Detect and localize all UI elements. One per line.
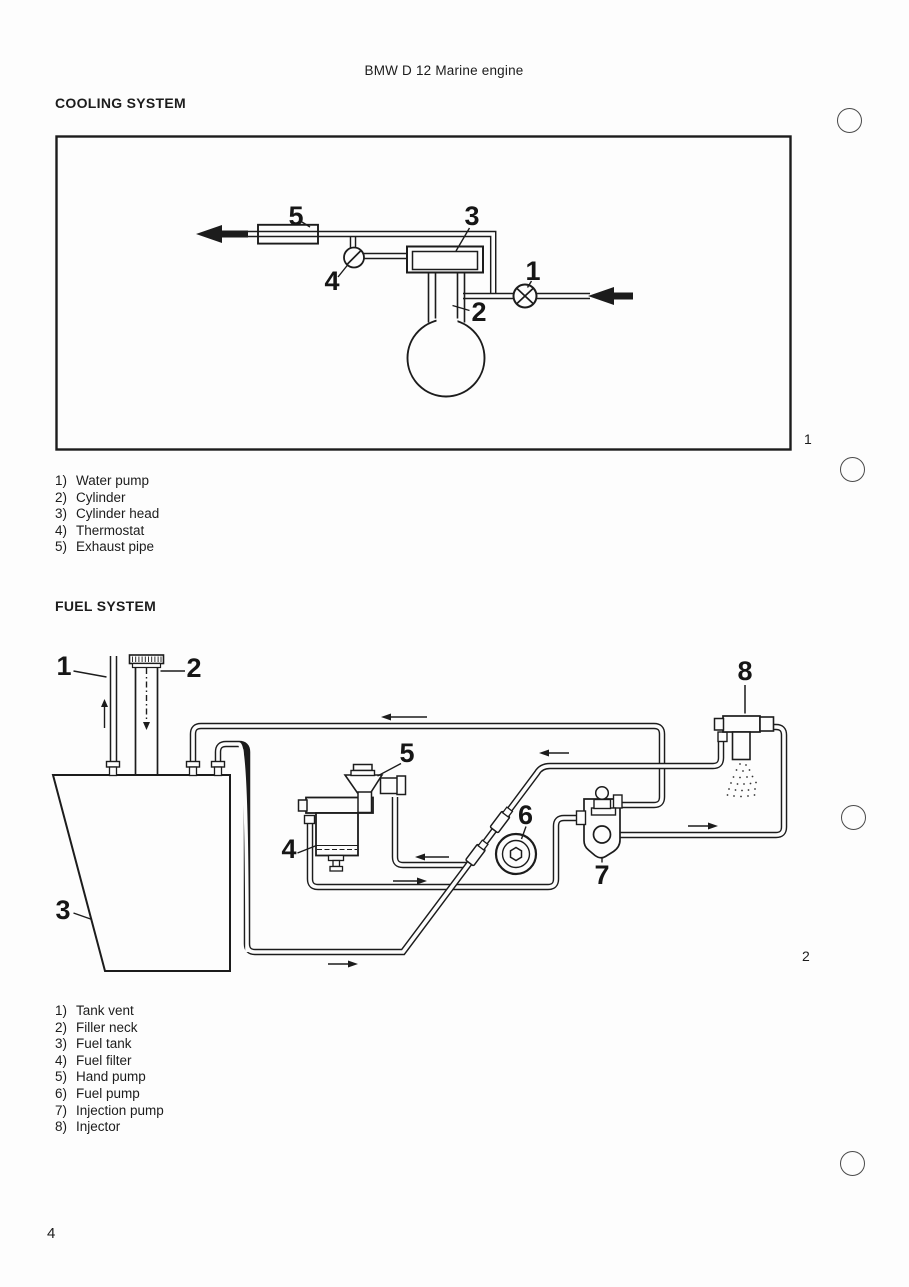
callout-hand-pump: 5 [399, 738, 414, 768]
callout-fuel-tank: 3 [55, 895, 70, 925]
fuel-leader-lines [73, 670, 527, 921]
binder-hole [841, 805, 866, 830]
cylinder-symbol [406, 271, 486, 398]
callout-exhaust-pipe: 5 [288, 201, 303, 231]
page-number: 4 [47, 1225, 56, 1242]
legend-item: 5)Hand pump [55, 1069, 146, 1085]
legend-item: 5)Exhaust pipe [55, 539, 155, 555]
page-title: BMW D 12 Marine engine [364, 63, 524, 78]
fuel-pipes [189, 722, 788, 956]
hand-pump-symbol [343, 763, 407, 814]
callout-thermostat: 4 [324, 266, 339, 296]
coolant-in-arrow [588, 287, 633, 305]
legend-item: 1)Tank vent [55, 1003, 134, 1018]
binder-hole [840, 457, 865, 482]
legend-item: 4)Fuel filter [55, 1052, 132, 1068]
injection-pump-symbol [575, 785, 623, 863]
callout-cylinder: 2 [471, 297, 486, 327]
callout-water-pump: 1 [525, 256, 540, 286]
callout-tank-vent: 1 [56, 651, 71, 681]
injector-symbol [713, 685, 775, 798]
thermostat-symbol [343, 246, 365, 269]
binder-hole [837, 108, 862, 133]
callout-cylinder-head: 3 [464, 201, 479, 231]
callout-filler-neck: 2 [186, 653, 201, 683]
legend-item: 4)Thermostat [55, 522, 145, 538]
cooling-diagram-frame [55, 135, 792, 451]
tank-fittings [105, 760, 226, 777]
legend-item: 6)Fuel pump [55, 1085, 140, 1101]
fuel-legend: 1)Tank vent 2)Filler neck 3)Fuel tank 4)… [55, 1003, 164, 1136]
cylinder-head-symbol [406, 245, 484, 274]
fuel-filter-symbol [297, 796, 374, 872]
cooling-leader-lines [301, 221, 533, 312]
callout-injection-pump: 7 [594, 860, 609, 890]
fuel-tank-symbol [51, 774, 231, 972]
legend-item: 3)Fuel tank [55, 1036, 132, 1052]
legend-item: 3)Cylinder head [55, 506, 160, 522]
spray-dots [726, 763, 757, 798]
flow-arrows [101, 668, 718, 968]
coolant-out-arrow [196, 225, 248, 243]
fuel-pump-symbol [465, 806, 538, 876]
water-pump-symbol [512, 283, 538, 309]
legend-item: 7)Injection pump [55, 1102, 164, 1118]
legend-item: 1)Water pump [55, 473, 150, 488]
fuel-system-diagram: 1 2 3 4 5 6 7 8 [51, 651, 788, 972]
exhaust-pipe-symbol [257, 223, 319, 245]
tank-vent-symbol [109, 656, 118, 762]
filler-neck-symbol [128, 654, 165, 775]
legend-item: 2)Filler neck [55, 1019, 138, 1035]
figure-2-number: 2 [802, 948, 810, 964]
figure-1-number: 1 [804, 431, 812, 447]
cooling-legend: 1)Water pump 2)Cylinder 3)Cylinder head … [55, 473, 159, 556]
legend-item: 2)Cylinder [55, 489, 126, 505]
callout-fuel-pump: 6 [518, 800, 533, 830]
callout-injector: 8 [737, 656, 752, 686]
binder-hole [840, 1151, 865, 1176]
cooling-system-diagram: 1 2 3 4 5 [55, 135, 792, 451]
callout-fuel-filter: 4 [281, 834, 296, 864]
legend-item: 8)Injector [55, 1119, 121, 1135]
cooling-system-heading: COOLING SYSTEM [55, 95, 186, 111]
fuel-system-heading: FUEL SYSTEM [55, 598, 157, 614]
